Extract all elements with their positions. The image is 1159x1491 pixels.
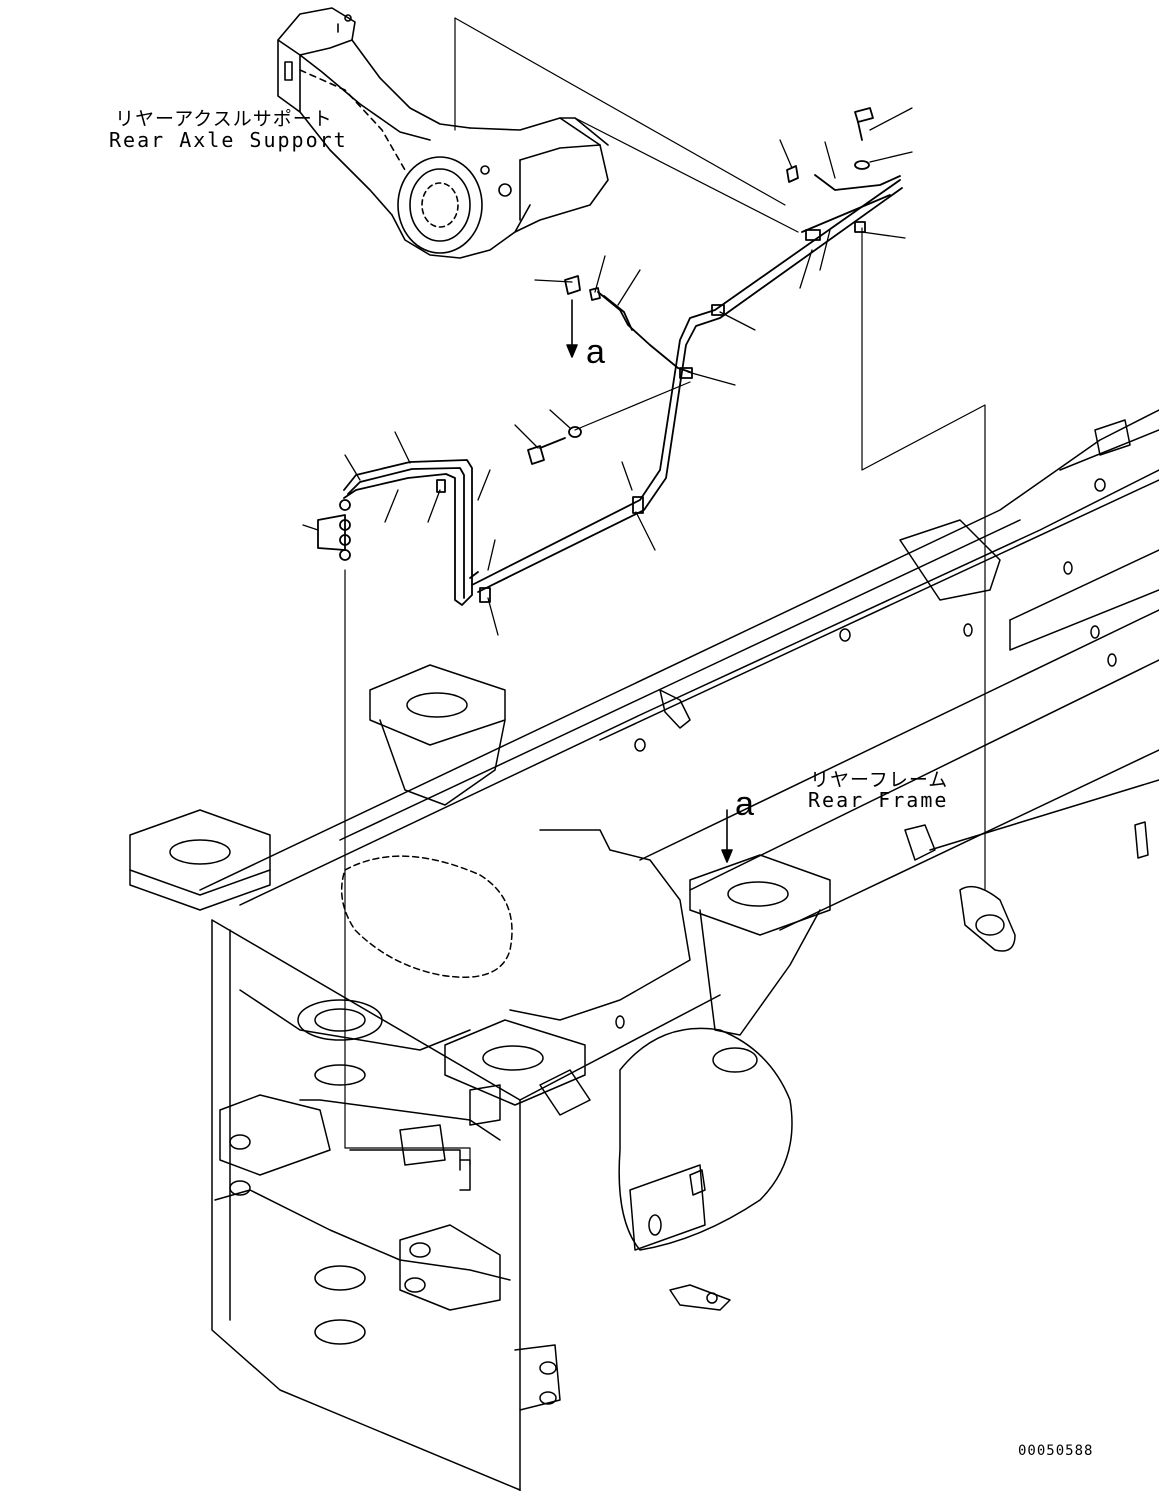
rear-frame-drawing — [129, 409, 1159, 1491]
callout-leaders — [302, 107, 913, 636]
tube-assembly — [317, 107, 903, 606]
rear-axle-support-drawing — [277, 7, 609, 259]
rear-frame-label-jp: リヤーフレーム — [810, 769, 949, 791]
view-ref-a-frame: a — [735, 785, 754, 823]
view-arrow-top — [566, 299, 578, 358]
assembly-guide-lines — [344, 17, 986, 1166]
rear-axle-support-label-jp: リヤーアクスルサポート — [115, 108, 333, 130]
drawing-number: 00050588 — [1018, 1443, 1094, 1459]
view-ref-a-top: a — [586, 333, 605, 371]
rear-frame-label-en: Rear Frame — [808, 788, 949, 812]
rear-axle-support-label-en: Rear Axle Support — [109, 128, 348, 152]
